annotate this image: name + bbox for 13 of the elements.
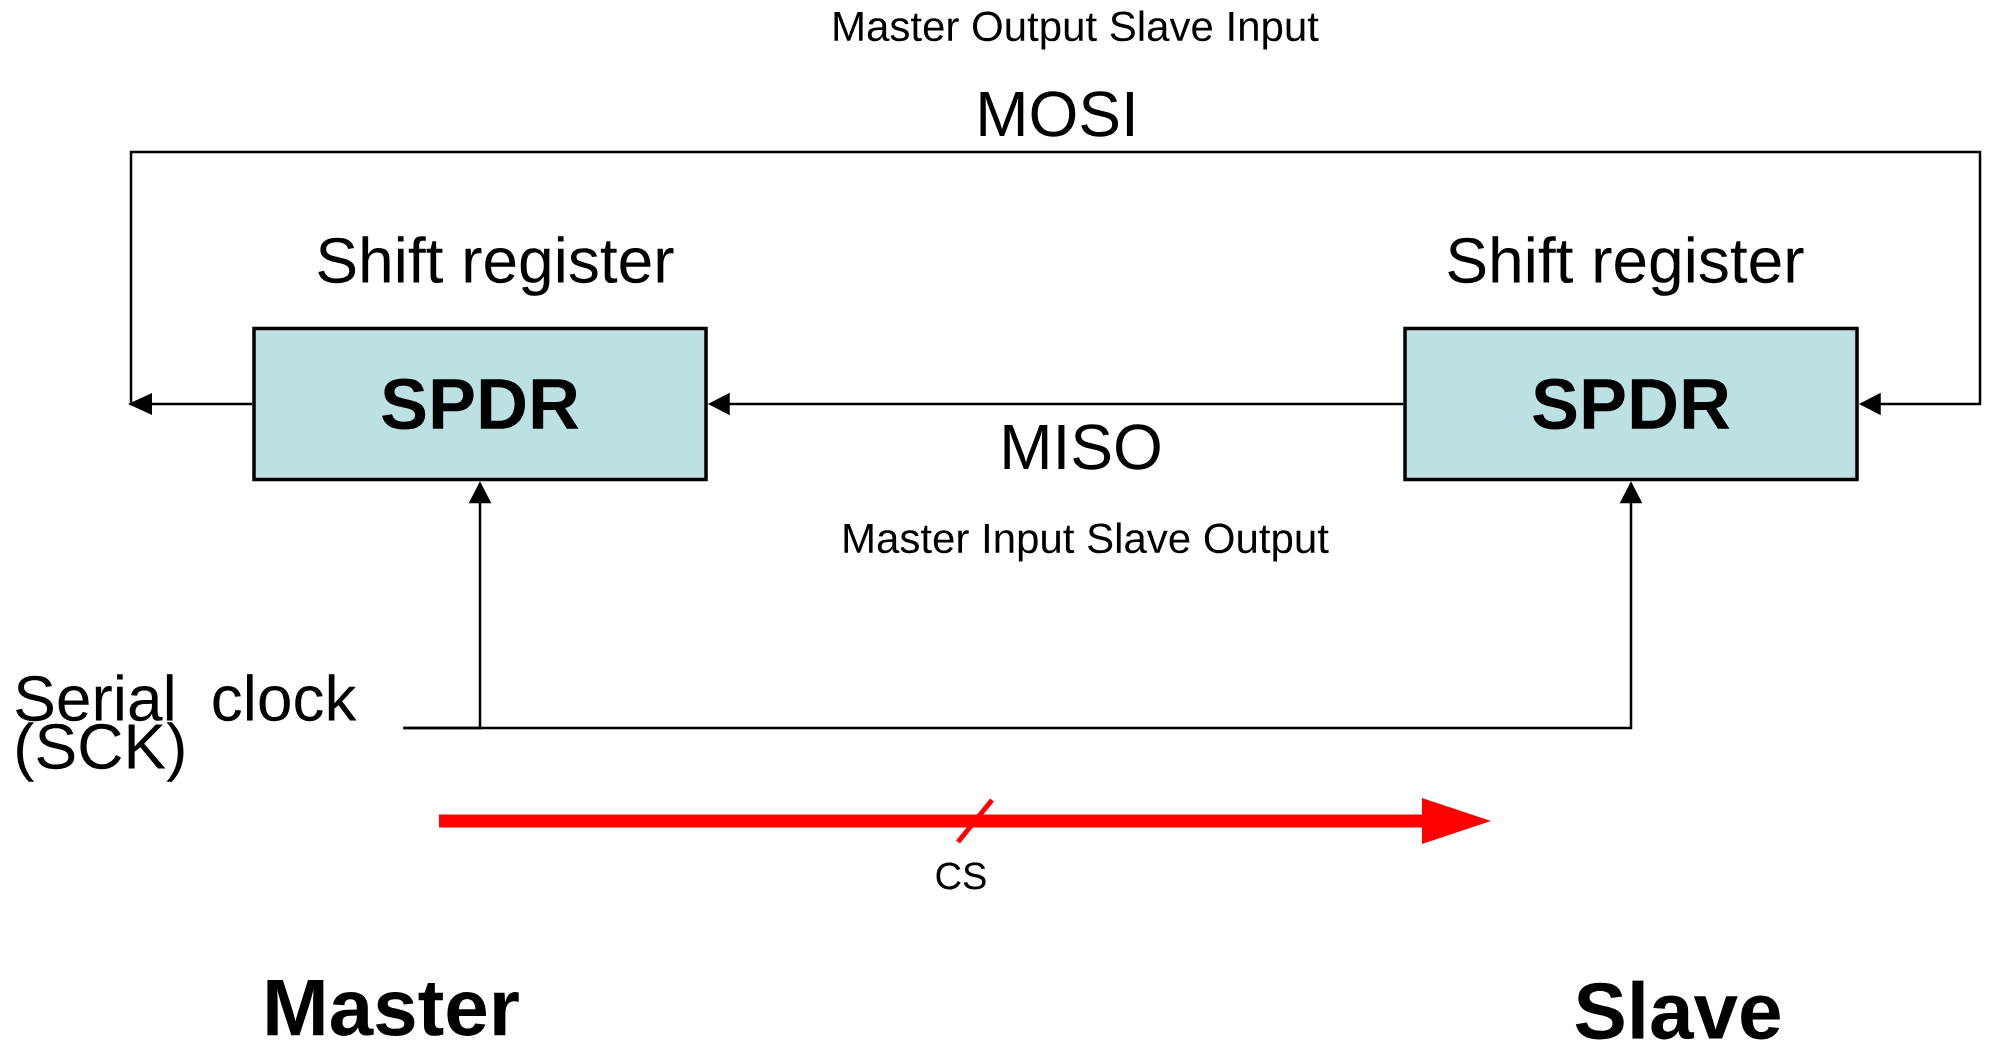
register-box: SPDR [252,326,708,482]
register-box: SPDR [1403,326,1859,482]
register-heading: Shift register [318,236,674,296]
edge-label: MISO [1004,424,1160,470]
device-label: Slave [1575,980,1780,1040]
signal-label: Serial clock (SCK) [16,674,357,782]
device-label: Master [267,980,519,1036]
signal-label: CS [936,862,986,890]
edge-label: MOSI [980,91,1133,137]
signal-description: Master Output Slave Input [834,10,1319,50]
register-heading: Shift register [1448,236,1804,296]
arrow [128,150,1982,416]
signal-description: Master Input Slave Output [844,522,1329,562]
